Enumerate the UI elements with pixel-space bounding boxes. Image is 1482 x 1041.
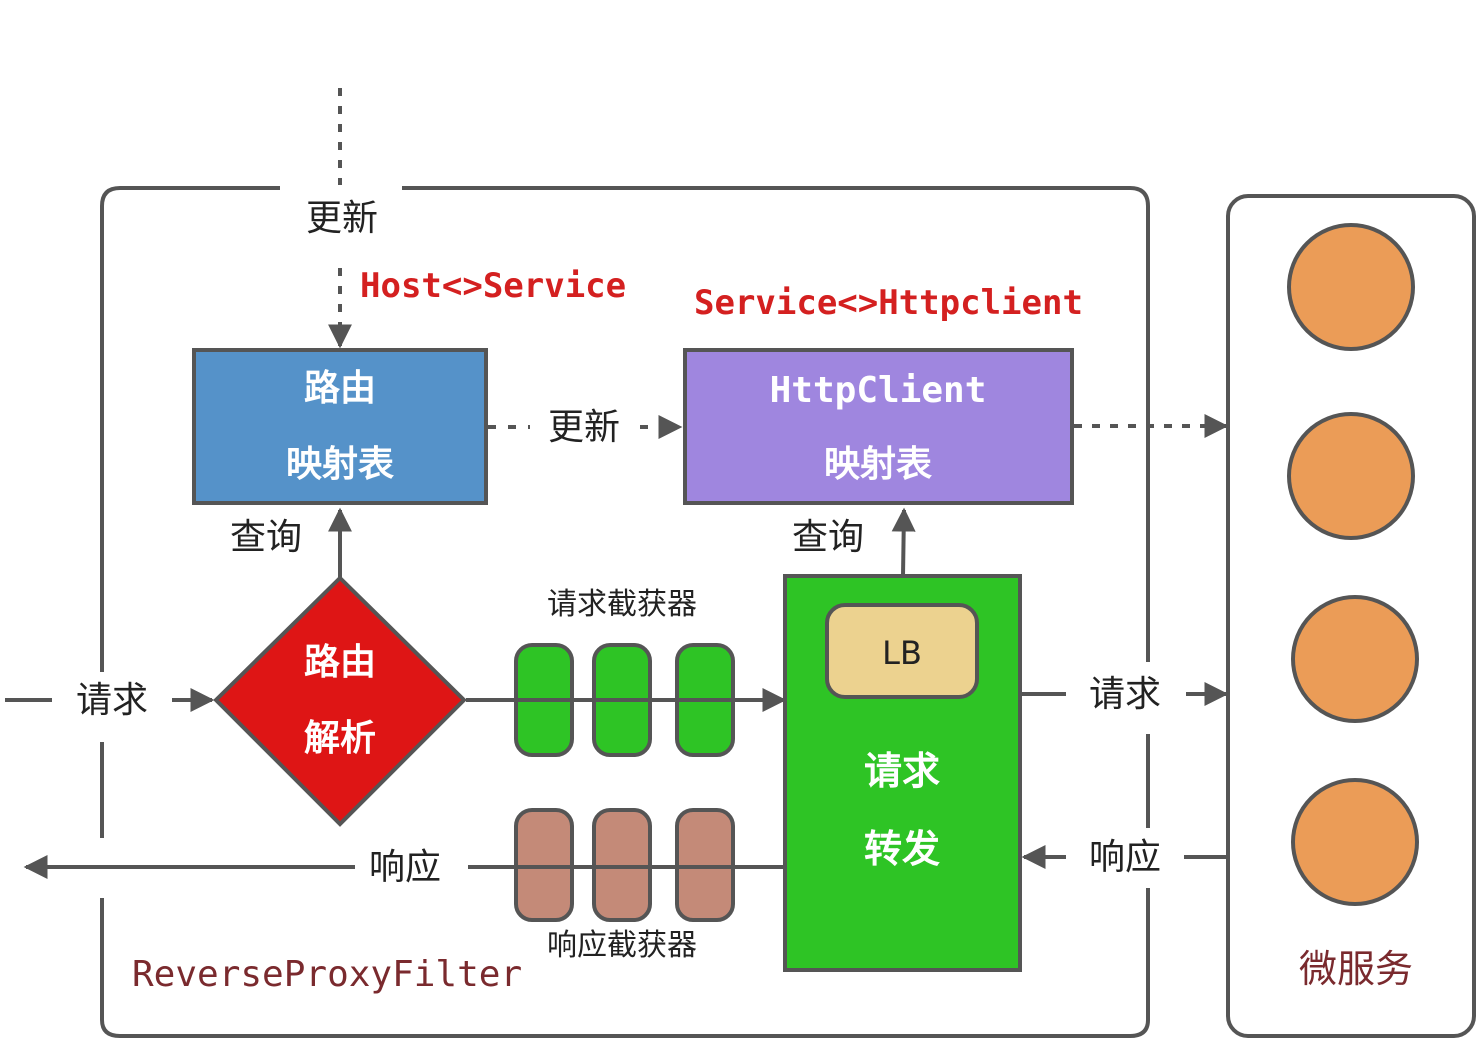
filter-name-label: ReverseProxyFilter [132,954,522,995]
route-table-subtitle: 映射表 [286,443,394,485]
httpclient-table-title: HttpClient [770,370,987,411]
route-table-box [192,348,488,505]
request-in-label: 请求 [76,680,148,721]
route-parse-subtitle: 解析 [304,717,376,759]
response-interceptor-label: 响应截获器 [547,928,697,963]
filter-container [100,186,1150,1038]
forward-title: 请求 [864,748,940,793]
lb-label: LB [882,634,922,672]
service-node-2 [1287,412,1415,540]
service-node-1 [1287,223,1415,351]
host-service-label: Host<>Service [360,266,626,306]
query-left-label: 查询 [230,517,302,558]
route-table-title: 路由 [304,367,376,409]
httpclient-table-box [683,348,1074,505]
service-node-4 [1291,778,1419,906]
microservice-container [1226,194,1476,1038]
route-parse-title: 路由 [304,641,376,683]
query-right-arrow [891,507,916,577]
response-out-label: 响应 [369,847,441,888]
service-node-3 [1291,595,1419,723]
request-interceptor-label: 请求截获器 [547,587,697,622]
route-parse-diamond [213,575,467,827]
service-httpclient-label: Service<>Httpclient [694,283,1083,323]
microservice-label: 微服务 [1299,947,1413,991]
update-top-label: 更新 [306,198,378,239]
update-middle-label: 更新 [548,407,620,448]
forward-subtitle: 转发 [864,826,940,871]
httpclient-table-subtitle: 映射表 [824,443,932,485]
request-out-label: 请求 [1089,674,1161,715]
response-in-label: 响应 [1089,837,1161,878]
query-right-label: 查询 [792,517,864,558]
lb-box [825,603,979,699]
